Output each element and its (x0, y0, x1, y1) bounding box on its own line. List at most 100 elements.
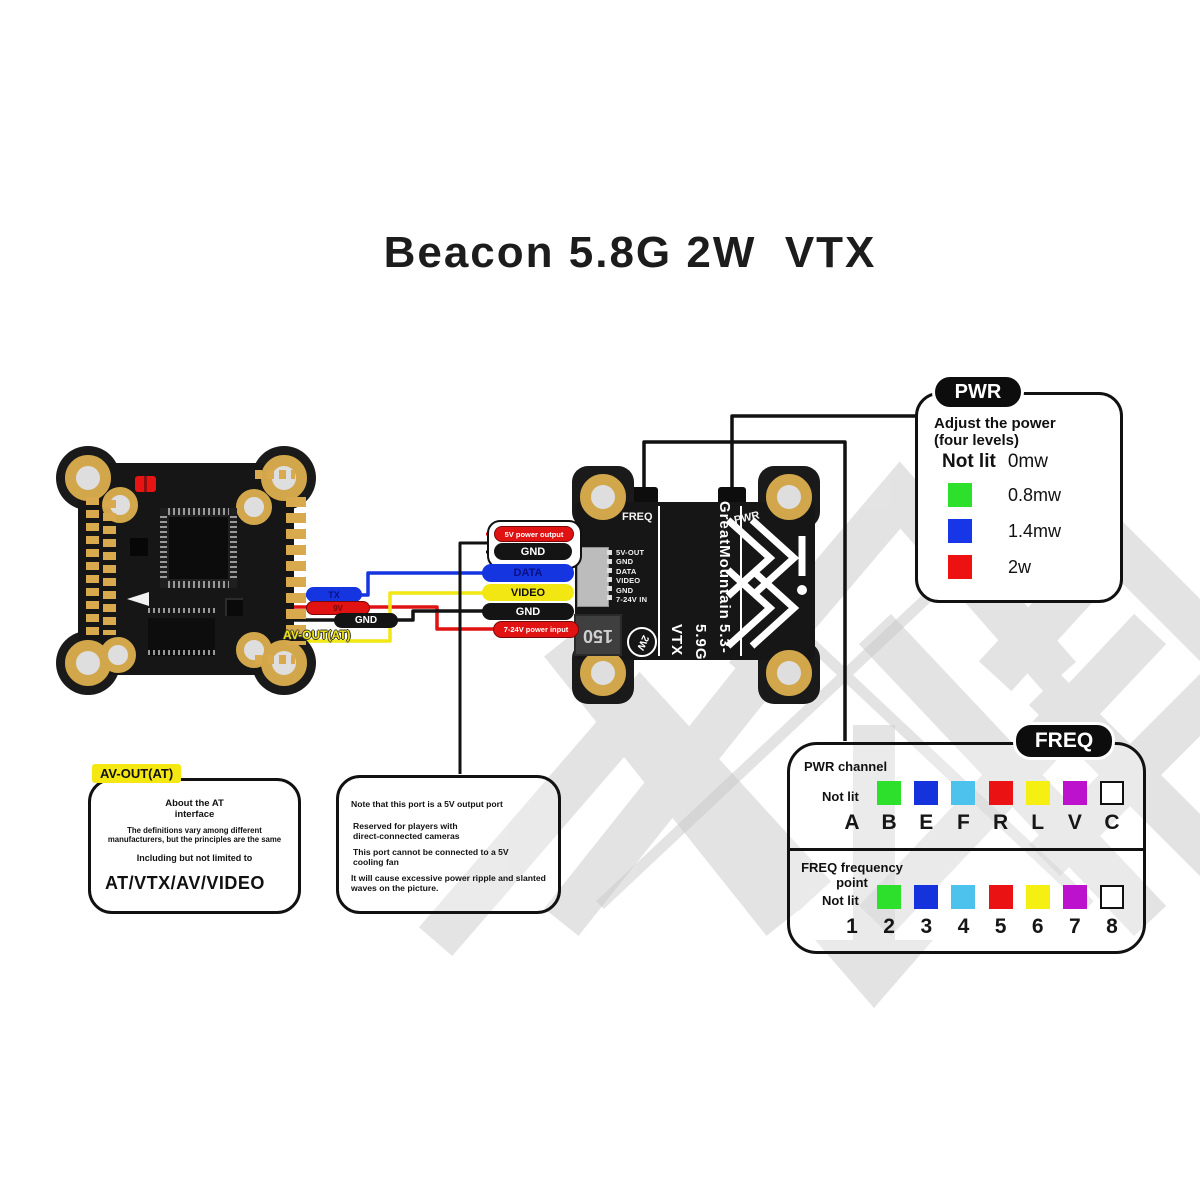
fc-standoff-hole (236, 489, 272, 525)
wire-label-5v-output: 5V power output (494, 526, 574, 542)
fc-chip-pins (148, 608, 215, 613)
pwr-heading-line2: (four levels) (934, 432, 1020, 450)
fc-bottom-pad-row (255, 655, 295, 664)
freq-swatch (988, 885, 1013, 909)
note5v-line3b: cooling fan (353, 856, 399, 867)
pwr-tag: PWR (932, 374, 1024, 410)
vtx-brand-name: GreatMountain (716, 501, 733, 621)
vtx-freq-silk-label: FREQ (622, 511, 653, 523)
vtx-pinout-labels: 5V-OUT GND DATA VIDEO GND 7-24V IN (616, 548, 647, 604)
pwr-level-label: 1.4mw (1008, 520, 1062, 541)
vtx-mount-hole (580, 474, 626, 520)
channel-letter: A (844, 811, 860, 834)
av-note-heading: About the AT interface (91, 798, 298, 821)
freq-swatch (877, 885, 902, 909)
vtx-2w-text: 2W (633, 632, 651, 652)
wire-label-data-text: DATA (513, 567, 543, 579)
fc-small-ic (130, 538, 148, 556)
channel-swatch (1099, 781, 1124, 805)
av-note-including: Including but not limited to (136, 853, 253, 863)
freq-tag-text: FREQ (1034, 729, 1094, 752)
pwr-box-heading: Adjust the power (four levels) (934, 415, 1056, 450)
pwr-level-swatch (948, 519, 972, 543)
freq-swatch (1062, 885, 1087, 909)
channel-cell-E: E (910, 781, 942, 835)
pwr-level-row-2w: 2w (948, 555, 1031, 579)
page-title: Beacon 5.8G 2W VTX (383, 228, 877, 277)
vtx-mount-hole (766, 650, 812, 696)
freq-box-divider (790, 848, 1143, 851)
freq-point-title: FREQ frequency point (800, 860, 904, 891)
pwr-level-label: 2w (1008, 556, 1032, 577)
channel-cell-R: R (985, 781, 1017, 835)
note5v-line1: Note that this port is a 5V output port (351, 799, 503, 809)
fc-standoff-hole (236, 632, 272, 668)
wire-label-data: DATA (482, 564, 574, 582)
fc-power-text: 9V (333, 603, 343, 613)
line-5v-group-to-note (458, 541, 489, 774)
vtx-connector-pins (607, 550, 612, 602)
wire-label-gnd-bottom-text: GND (515, 605, 541, 618)
channel-cell-L: L (1022, 781, 1054, 835)
freq-number: 7 (1069, 915, 1081, 938)
channel-cell-A: A (836, 781, 868, 835)
av-note-heading-line2: interface (174, 808, 215, 820)
fc-av-out-label: AV-OUT(AT) (283, 628, 351, 642)
pwr-level-swatch (948, 555, 972, 579)
freq-swatch (1025, 885, 1050, 909)
wire-label-video-text: VIDEO (510, 586, 546, 599)
channel-cell-C: C (1096, 781, 1128, 835)
freq-info-box: PWR channel Not lit A B E F R L V (787, 742, 1146, 954)
note5v-line4a: It will cause excessive power ripple and… (351, 873, 546, 883)
vtx-mount-hole (766, 474, 812, 520)
channel-letter: R (992, 811, 1009, 834)
fc-top-pad-row (255, 470, 295, 479)
freq-point-cells: 1 2 3 4 5 6 7 8 (836, 885, 1128, 939)
freq-cell-3: 3 (910, 885, 942, 939)
channel-swatch (951, 781, 976, 805)
pwr-channel-title: PWR channel (804, 759, 888, 774)
pwr-tag-text: PWR (954, 380, 1002, 403)
fc-mcu-chip (160, 508, 237, 588)
vtx-pin-gnd1: GND (616, 557, 634, 567)
channel-letter: L (1031, 811, 1045, 834)
freq-number: 3 (920, 915, 933, 938)
wire-label-video: VIDEO (482, 584, 574, 601)
vtx-inductor-150: 150 (574, 614, 622, 656)
channel-letter: F (957, 811, 970, 834)
vtx-model-name: 5.3-5.9G VTX (668, 624, 733, 661)
vtx-mount-hole (580, 650, 626, 696)
freq-point-title-line1: FREQ frequency (801, 860, 903, 875)
vtx-pin-vin: 7-24V IN (616, 595, 648, 605)
channel-swatch (988, 781, 1013, 805)
wire-label-power-input: 7-24V power input (493, 621, 579, 638)
vtx-pin-video: VIDEO (616, 576, 641, 586)
note5v-line2a: Reserved for players with (353, 821, 458, 831)
channel-letter: E (919, 811, 934, 834)
freq-cell-4: 4 (947, 885, 979, 939)
freq-swatch (1099, 885, 1124, 909)
fiveV-port-note-box: Note that this port is a 5V output port … (336, 775, 561, 914)
channel-swatch (914, 781, 939, 805)
freq-number: 1 (846, 915, 858, 938)
freq-point-title-line2: point (836, 874, 868, 890)
channel-swatch (877, 781, 902, 805)
vtx-2w-badge: 2W (627, 627, 657, 657)
fc-small-ic (225, 598, 243, 616)
av-note-big-text: AT/VTX/AV/VIDEO (105, 873, 265, 893)
channel-letter: C (1104, 811, 1120, 834)
wire-label-gnd-top-text: GND (520, 545, 546, 558)
freq-cell-8: 8 (1096, 885, 1128, 939)
fc-mount-hole (65, 455, 111, 501)
freq-number: 2 (883, 915, 895, 938)
freq-swatch (951, 885, 976, 909)
freq-point-not-lit: Not lit (822, 893, 859, 908)
note5v-line4: It will cause excessive power ripple and… (351, 873, 546, 894)
fc-tx-pad-label: TX (306, 587, 362, 602)
channel-cell-V: V (1059, 781, 1091, 835)
channel-letter: B (881, 811, 897, 834)
greatmountain-logo (725, 517, 807, 649)
av-note-heading-line1: About the AT (165, 798, 224, 809)
pwr-level-row-0.8mw: 0.8mw (948, 483, 1061, 507)
vtx-pin-data: DATA (616, 566, 637, 576)
